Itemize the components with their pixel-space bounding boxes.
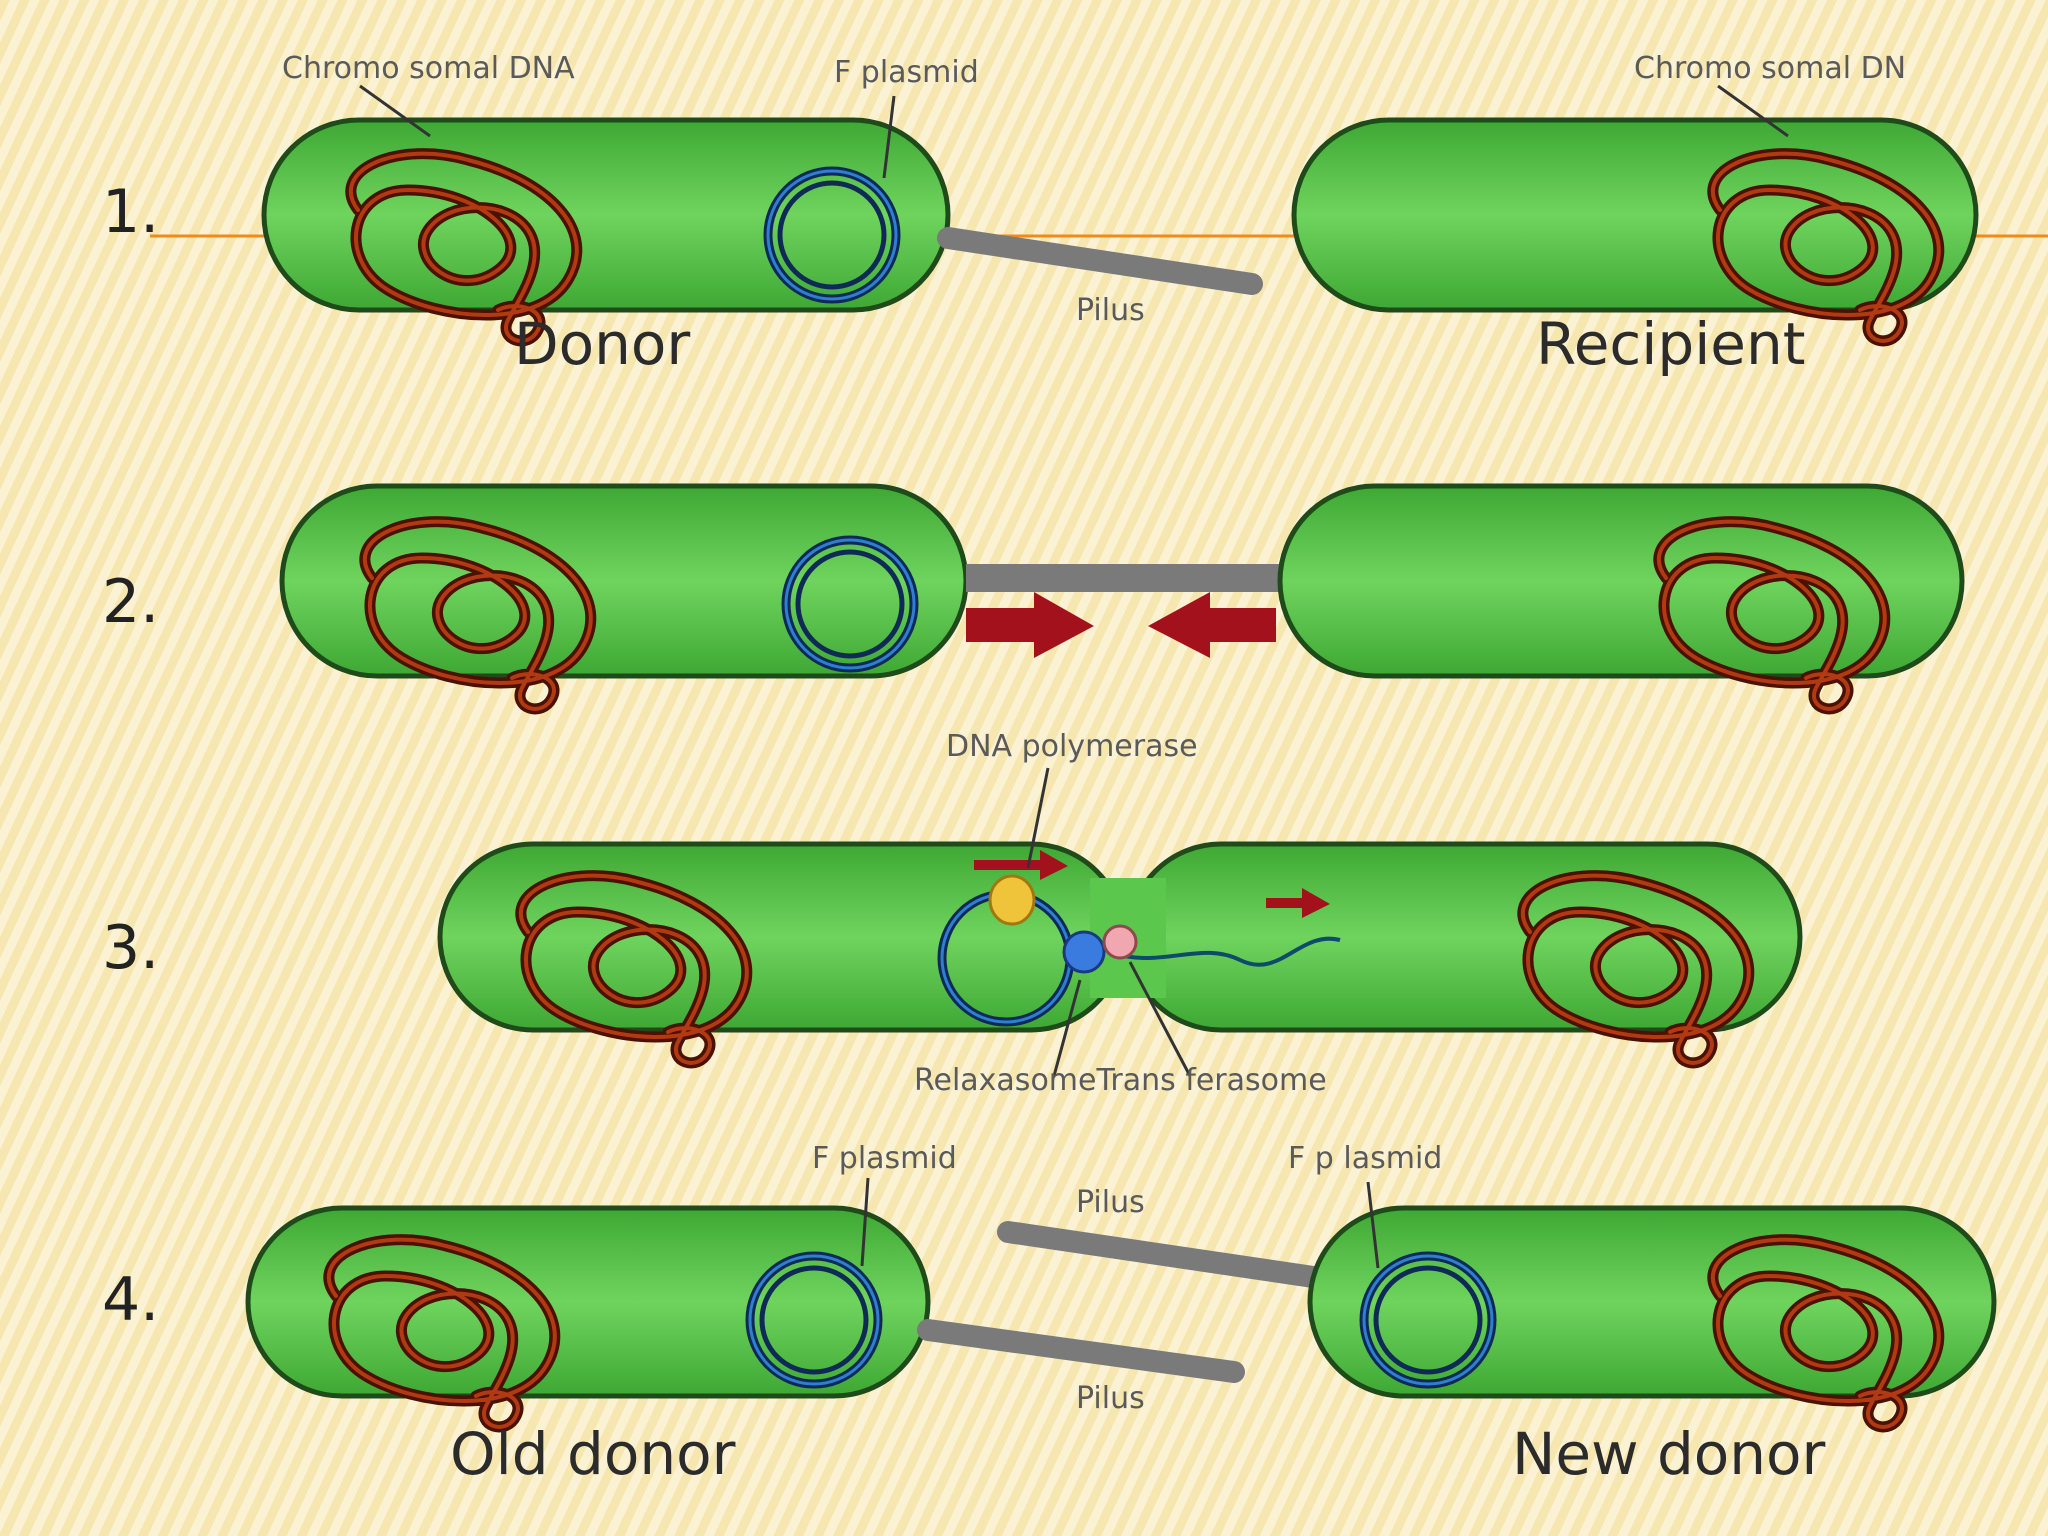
label-chromosomal-dna-left: Chromo somal DNA [282,51,575,86]
relaxasome-icon [1062,930,1106,974]
label-pilus-step1: Pilus [1076,293,1145,328]
pilus-step1 [937,227,1263,295]
step-number-2: 2. [102,567,159,637]
recipient-cell-step3 [1125,841,1803,1063]
label-old-donor: Old donor [450,1420,736,1488]
label-dna-polymerase: DNA polymerase [946,729,1198,764]
recipient-cell-step2 [1277,483,1965,709]
step-3: 3. DNA polymerase RelaxasomeTrans feraso… [102,729,1803,1098]
transfer-strand [1109,936,1341,967]
transfer-arrow-icon [1266,888,1330,918]
step-number-1: 1. [102,177,159,247]
label-recipient: Recipient [1536,310,1806,378]
pilus-step2 [966,564,1282,592]
step-4: 4. F plasmid F p lasmid Pilus Pilus Old … [102,1141,1997,1488]
label-donor: Donor [514,310,690,378]
step-2: 2. [102,483,1965,709]
label-new-donor: New donor [1512,1420,1825,1488]
label-f-plasmid-top: F plasmid [834,55,979,90]
label-f-plasmid-old: F plasmid [812,1141,957,1176]
label-relaxasome-transferasome: RelaxasomeTrans ferasome [914,1063,1327,1098]
polymerase-arrow-icon [974,850,1068,880]
donor-cell [261,117,951,341]
recipient-cell [1291,117,1979,341]
label-f-plasmid-new: F p lasmid [1288,1141,1442,1176]
step-1: 1. Chromo somal DNA F plasmid Chromo som… [102,51,1979,378]
step-number-4: 4. [102,1265,159,1335]
label-pilus-step4-bottom: Pilus [1076,1381,1145,1416]
new-donor-cell [1307,1205,1997,1427]
arrow-right-icon [966,592,1094,658]
pilus-step4-top [997,1221,1331,1289]
dna-polymerase-icon [988,874,1036,926]
step-number-3: 3. [102,913,159,983]
label-pilus-step4-top: Pilus [1076,1185,1145,1220]
donor-cell-step2 [279,483,969,709]
pilus-step4-bottom [917,1319,1245,1383]
label-chromosomal-dna-right: Chromo somal DN [1634,51,1906,86]
arrow-left-icon [1148,592,1276,658]
transferasome-icon [1102,924,1138,960]
old-donor-cell [245,1205,931,1427]
